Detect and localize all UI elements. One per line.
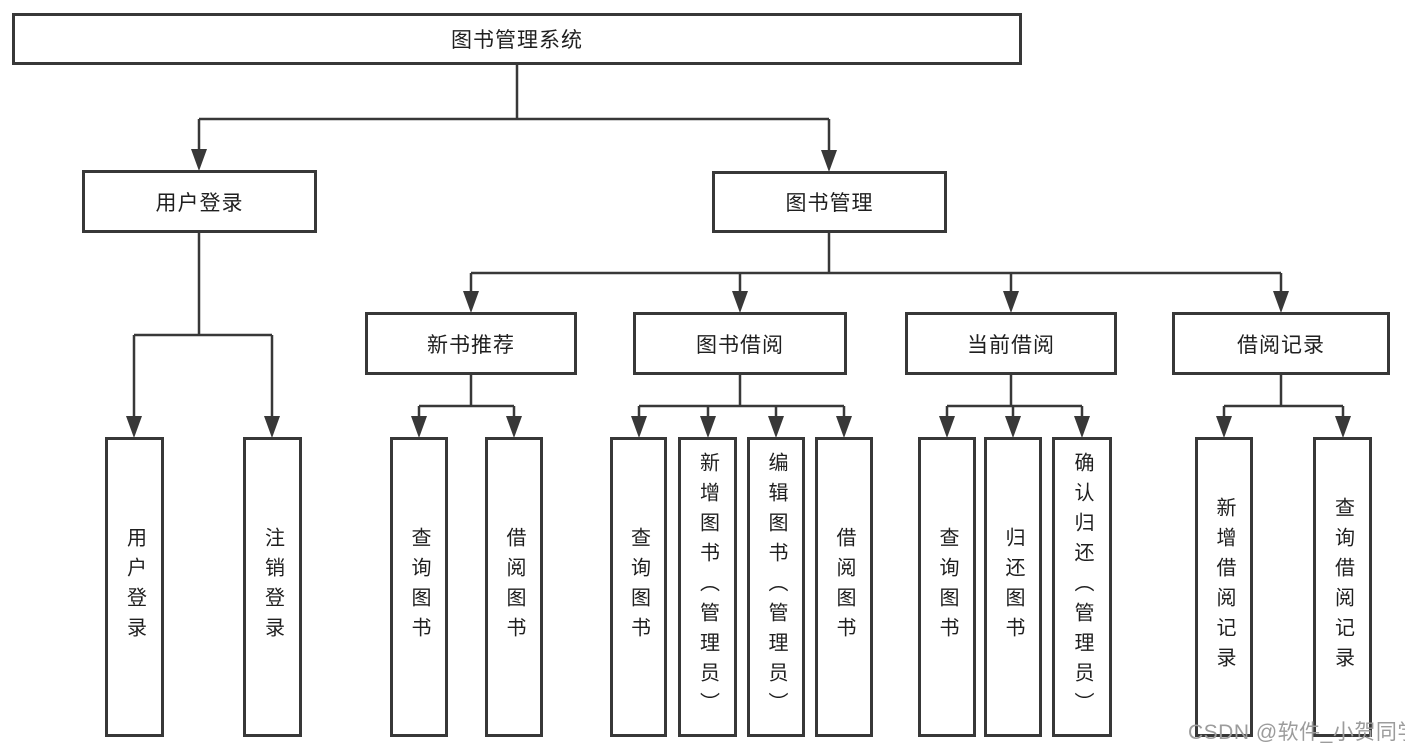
node-leaf-recommend-borrow-books-label: 借阅图书 [503, 527, 525, 647]
node-leaf-user-login-label: 用户登录 [123, 527, 146, 647]
node-book-borrow: 图书借阅 [633, 312, 847, 375]
csdn-watermark: CSDN @软件_小贺同学 [1188, 721, 1405, 744]
node-borrow-records: 借阅记录 [1172, 312, 1390, 375]
node-leaf-user-login: 用户登录 [105, 437, 164, 737]
node-leaf-recommend-query-books-label: 查询图书 [408, 527, 430, 647]
node-leaf-edit-books-admin: 编辑图书（管理员） [747, 437, 805, 737]
node-leaf-add-books-admin: 新增图书（管理员） [678, 437, 737, 737]
node-leaf-confirm-return-admin-label: 确认归还（管理员） [1071, 452, 1093, 722]
node-current-borrow-label: 当前借阅 [967, 333, 1055, 357]
node-leaf-borrow-query-books-label: 查询图书 [627, 527, 650, 647]
node-leaf-logout-label: 注销登录 [261, 527, 284, 647]
node-leaf-borrow-borrow-books-label: 借阅图书 [833, 527, 855, 647]
node-leaf-recommend-query-books: 查询图书 [390, 437, 448, 737]
node-book-management: 图书管理 [712, 171, 947, 233]
node-leaf-return-books-label: 归还图书 [1002, 527, 1024, 647]
arrowheads [126, 149, 1351, 438]
node-leaf-borrow-query-books: 查询图书 [610, 437, 667, 737]
node-book-borrow-label: 图书借阅 [696, 333, 784, 357]
node-root-label: 图书管理系统 [451, 29, 583, 52]
node-leaf-add-borrow-record: 新增借阅记录 [1195, 437, 1253, 737]
node-new-book-recommend-label: 新书推荐 [427, 333, 515, 357]
node-current-borrow: 当前借阅 [905, 312, 1117, 375]
node-leaf-query-borrow-record-label: 查询借阅记录 [1331, 497, 1354, 677]
node-new-book-recommend: 新书推荐 [365, 312, 577, 375]
node-leaf-return-books: 归还图书 [984, 437, 1042, 737]
node-leaf-edit-books-admin-label: 编辑图书（管理员） [765, 452, 787, 722]
node-leaf-borrow-borrow-books: 借阅图书 [815, 437, 873, 737]
node-root: 图书管理系统 [12, 13, 1022, 65]
node-leaf-logout: 注销登录 [243, 437, 302, 737]
node-leaf-recommend-borrow-books: 借阅图书 [485, 437, 543, 737]
node-leaf-add-books-admin-label: 新增图书（管理员） [696, 452, 719, 722]
node-user-login-label: 用户登录 [155, 191, 244, 215]
node-leaf-add-borrow-record-label: 新增借阅记录 [1213, 497, 1235, 677]
node-book-management-label: 图书管理 [785, 192, 874, 215]
node-leaf-query-borrow-record: 查询借阅记录 [1313, 437, 1372, 737]
node-leaf-current-query-books-label: 查询图书 [936, 527, 958, 647]
node-user-login: 用户登录 [82, 170, 317, 233]
node-borrow-records-label: 借阅记录 [1237, 333, 1325, 357]
node-leaf-current-query-books: 查询图书 [918, 437, 976, 737]
node-leaf-confirm-return-admin: 确认归还（管理员） [1052, 437, 1112, 737]
